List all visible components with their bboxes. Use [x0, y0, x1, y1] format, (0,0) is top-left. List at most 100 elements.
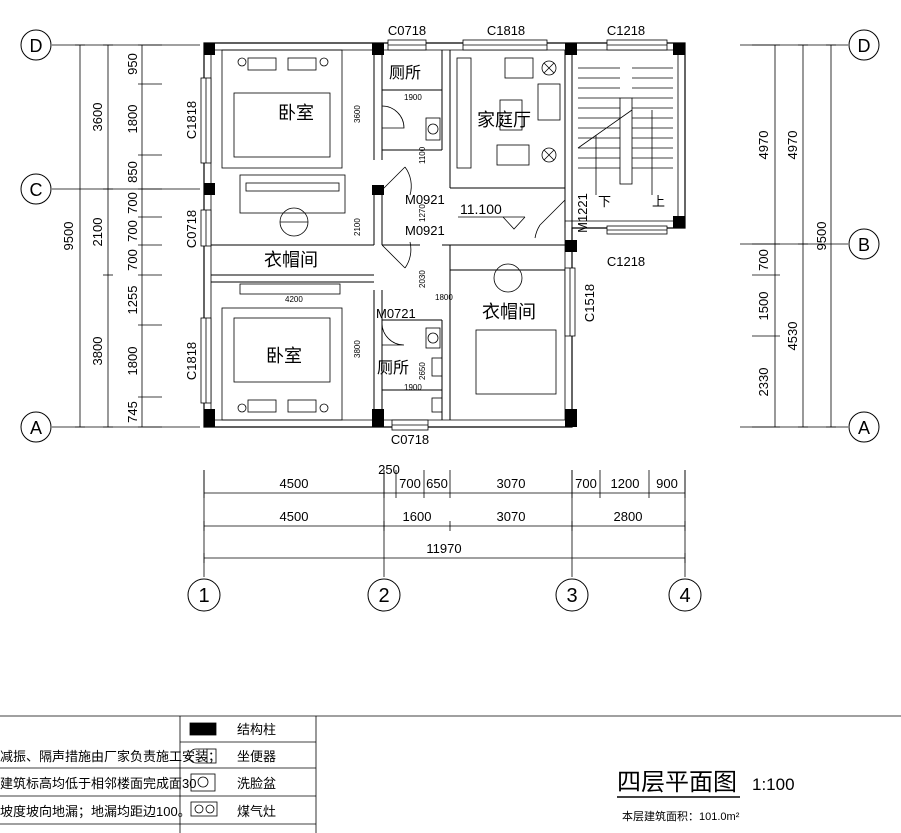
left-dimension-texts: 9500 3600 2100 3800 950 1800 850 700 700…: [61, 53, 140, 423]
legend-label-toilet: 坐便器: [237, 749, 276, 764]
stove-symbol-icon: [190, 801, 218, 817]
bottom-dim-r1-1: 4500: [280, 476, 309, 491]
inner-dim-1900b: 1900: [404, 383, 422, 392]
legend-notes: 减振、隔声措施由厂家负责施工安装； 建筑标高均低于相邻楼面完成面30 坡度坡向地…: [0, 749, 221, 820]
bottom-dim-r2-4: 2800: [614, 509, 643, 524]
legend-note-1: 减振、隔声措施由厂家负责施工安装；: [0, 749, 221, 765]
bottom-dim-r2-2: 1600: [403, 509, 432, 524]
left-dim-minor-4: 700: [125, 192, 140, 214]
window-label-c1218-mid: C1218: [607, 254, 645, 269]
axis-label-2: 2: [378, 585, 389, 607]
inner-dim-4200: 4200: [285, 295, 303, 304]
bed-bottom: [221, 307, 343, 421]
left-dim-minor-1: 950: [125, 53, 140, 75]
structural-columns: [204, 43, 685, 427]
bottom-dim-r1-3: 700: [399, 476, 421, 491]
left-dim-minor-9: 745: [125, 401, 140, 423]
legend-table: [0, 715, 901, 833]
bed-top: [221, 49, 343, 169]
wardrobe-right-furniture: [475, 263, 557, 395]
bottom-dimension-texts: 4500 250 700 650 3070 700 1200 900 4500 …: [280, 462, 678, 556]
axis-label-4: 4: [679, 585, 690, 607]
bottom-dim-r1-6: 700: [575, 476, 597, 491]
window-label-c0718-left: C0718: [184, 210, 199, 248]
left-dim-major-3: 3800: [90, 337, 105, 366]
doors: [381, 105, 566, 346]
drawing-title-text: 四层平面图: [617, 769, 737, 796]
right-dim-inner-1: 4970: [785, 131, 800, 160]
window-label-c0718-bottom: C0718: [391, 432, 429, 447]
inner-dim-2650: 2650: [418, 362, 427, 380]
room-labels: 卧室 衣帽间 卧室 厕所 厕所 家庭厅 衣帽间: [264, 64, 536, 377]
bottom-dim-r1-5: 3070: [497, 476, 526, 491]
drawing-title: 四层平面图 1:100 本层建筑面积：101.0m²: [617, 769, 795, 823]
axis-label-c-left: C: [30, 180, 43, 200]
inner-dim-3600: 3600: [353, 105, 362, 123]
axis-label-d-right: D: [858, 36, 871, 56]
wardrobe-left-furniture: [239, 283, 341, 295]
legend-label-stove: 煤气灶: [237, 804, 276, 819]
column-symbol-icon: [189, 722, 217, 736]
basin-symbol-icon: [190, 773, 216, 792]
stair-up-label: 上: [652, 194, 665, 209]
bottom-dim-r2-3: 3070: [497, 509, 526, 524]
left-dim-major-1: 3600: [90, 103, 105, 132]
door-label-m0721: M0721: [376, 306, 416, 321]
inner-dimension-texts: 1900 1100 1270 3600 2100 4200 2030 1800 …: [285, 93, 453, 392]
right-dim-outer-4: 2330: [756, 368, 771, 397]
room-label-toilet-top: 厕所: [389, 64, 421, 82]
bottom-dim-r1-4: 650: [426, 476, 448, 491]
axis-label-a-left: A: [30, 418, 42, 438]
door-label-m0921-a: M0921: [405, 192, 445, 207]
bottom-dim-r1-7: 1200: [611, 476, 640, 491]
window-label-c1518: C1518: [582, 284, 597, 322]
legend-note-2: 建筑标高均低于相邻楼面完成面30: [0, 776, 196, 791]
legend-note-3: 坡度坡向地漏；地漏均距边100。: [0, 804, 191, 820]
bottom-dim-r1-2: 250: [378, 462, 400, 477]
room-label-toilet-bottom: 厕所: [377, 359, 409, 377]
axis-label-d-left: D: [30, 36, 43, 56]
legend-symbols: [188, 722, 218, 817]
legend-labels: 结构柱 坐便器 洗脸盆 煤气灶: [237, 722, 276, 819]
left-dim-major-2: 2100: [90, 218, 105, 247]
legend-label-column: 结构柱: [237, 722, 276, 737]
window-labels: C0718 C1818 C1218 C1818 C0718 C1818 C121…: [184, 23, 645, 447]
family-room-furniture: [456, 57, 561, 169]
room-label-bedroom-top: 卧室: [278, 103, 314, 123]
bottom-dim-r1-8: 900: [656, 476, 678, 491]
room-label-family-room: 家庭厅: [477, 110, 531, 130]
left-dim-minor-2: 1800: [125, 105, 140, 134]
legend-label-basin: 洗脸盆: [237, 776, 276, 791]
bottom-dim-total: 11970: [426, 541, 461, 556]
inner-dim-3800: 3800: [353, 340, 362, 358]
left-dim-minor-8: 1800: [125, 347, 140, 376]
window-label-c1818-left-lower: C1818: [184, 342, 199, 380]
desk-top: [239, 174, 346, 237]
elevation-label: 11.100: [460, 201, 502, 217]
left-dim-minor-5: 700: [125, 220, 140, 242]
axis-bubbles: [20, 29, 880, 612]
stair-labels: 下 上: [598, 194, 665, 209]
room-label-wardrobe-right: 衣帽间: [482, 302, 536, 322]
window-label-c1818-top: C1818: [487, 23, 525, 38]
window-label-c1218-top: C1218: [607, 23, 645, 38]
right-dim-total: 9500: [814, 222, 829, 251]
right-dimension-lines: [752, 44, 836, 428]
left-dim-total: 9500: [61, 222, 76, 251]
right-dim-inner-2: 4530: [785, 322, 800, 351]
inner-dim-1800: 1800: [435, 293, 453, 302]
room-label-bedroom-bottom: 卧室: [266, 346, 302, 366]
inner-dim-1900a: 1900: [404, 93, 422, 102]
drawing-scale: 1:100: [752, 775, 795, 794]
axis-label-3: 3: [566, 585, 577, 607]
bottom-dim-r2-1: 4500: [280, 509, 309, 524]
window-label-c0718-top: C0718: [388, 23, 426, 38]
bottom-dimension-lines: [203, 470, 686, 563]
windows: [200, 39, 668, 431]
elevation-mark: 11.100: [458, 201, 526, 230]
door-label-m0921-b: M0921: [405, 223, 445, 238]
toilet-fixtures: [425, 117, 443, 413]
room-label-wardrobe-left: 衣帽间: [264, 250, 318, 270]
axis-label-1: 1: [198, 585, 209, 607]
